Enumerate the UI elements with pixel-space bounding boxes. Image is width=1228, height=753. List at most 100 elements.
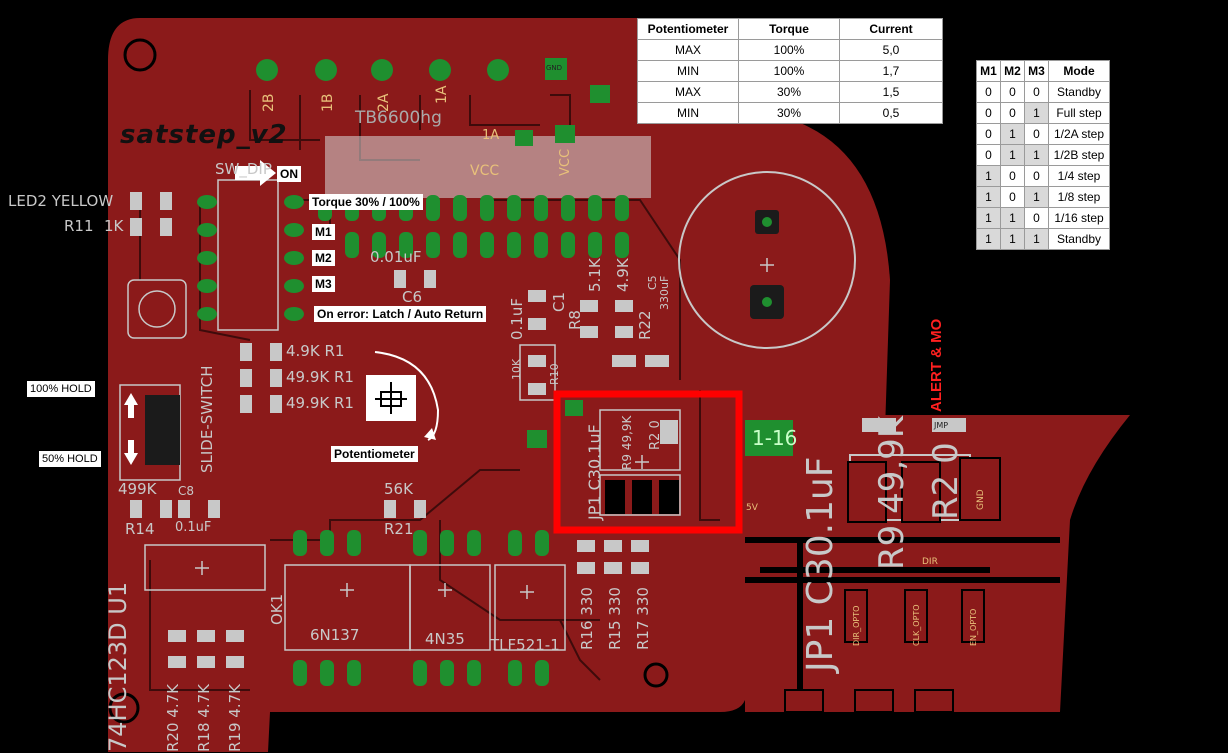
highlight-box (553, 390, 743, 534)
vcc-label: VCC (470, 163, 500, 179)
r21-value: 56K (384, 480, 413, 498)
zoom-dir-label: DIR (922, 557, 938, 567)
r1-c-label: 49.9K R1 (286, 394, 354, 412)
zoom-board-traces (745, 537, 1060, 712)
hold50-callout: 50% HOLD (39, 451, 101, 467)
table-cell: 0 (1024, 165, 1049, 187)
table-header: Torque (738, 18, 840, 40)
m1-callout: M1 (312, 224, 335, 240)
opto3-label: TLF521-1 (490, 636, 560, 654)
dip-switch-pads (197, 195, 304, 321)
r22-label: R22 (636, 310, 654, 340)
alert-label: ALERT & MO (928, 318, 945, 412)
zoom-opto-clk-label: CLK_OPTO (912, 604, 921, 646)
r1-a-label: 4.9K R1 (286, 342, 345, 360)
table-cell: 0 (1024, 81, 1049, 103)
table-cell: MIN (637, 60, 739, 82)
table-cell: 1/4 step (1048, 165, 1110, 187)
potentiometer-callout: Potentiometer (331, 446, 418, 462)
table-cell: 5,0 (839, 39, 943, 61)
led2-label: LED2 YELLOW (8, 192, 114, 210)
table-header-row: Potentiometer Torque Current (637, 18, 943, 40)
jp1-small-label: JP1 C30.1uF (585, 424, 604, 520)
opto1-label: 6N137 (310, 626, 360, 644)
table-cell: 1 (1024, 186, 1049, 208)
zoom-opto-pads (784, 589, 985, 713)
zoom-pad-label: 1-16 (752, 426, 798, 450)
zoom-5v-label: 5V (746, 503, 758, 513)
table-header: Mode (1048, 60, 1110, 82)
zoom-gnd-label: GND (976, 489, 986, 510)
table-header: M2 (1000, 60, 1025, 82)
capacitor-outline (678, 171, 856, 349)
table-cell: 1/16 step (1048, 207, 1110, 229)
arrow-on (235, 160, 276, 186)
gnd-pin-label: GND (546, 64, 563, 72)
hold100-callout: 100% HOLD (27, 381, 95, 397)
zoom-pad-116 (745, 420, 793, 456)
header-1b: 1B (320, 93, 336, 112)
table-cell: 0 (1000, 102, 1025, 124)
zoom-opto-en-label: EN_OPTO (969, 608, 978, 646)
c1-label: C1 (550, 291, 568, 312)
zoom-r2-label: R2 0 (926, 442, 966, 520)
slide-switch-label: SLIDE-SWITCH (198, 365, 216, 473)
table-cell: 1 (976, 228, 1001, 250)
smd-pads (130, 192, 649, 668)
r15-label: R15 330 (606, 587, 624, 650)
table-cell: Full step (1048, 102, 1110, 124)
table-cell: 1 (1024, 144, 1049, 166)
sw-dip-label: SW_DIP (215, 160, 272, 178)
table-cell: 1 (1024, 102, 1049, 124)
table-header: Potentiometer (637, 18, 739, 40)
table-cell: MAX (637, 39, 739, 61)
table-cell: 0,5 (839, 102, 943, 124)
table-cell: Standby (1048, 81, 1110, 103)
driver-overlay (325, 136, 651, 198)
zoom-jp1-label: JP1 C30.1uF (800, 456, 841, 672)
r14-label: R14 (125, 520, 155, 538)
r17-label: R17 330 (634, 587, 652, 650)
table-cell: Standby (1048, 228, 1110, 250)
arrow-hold-down (124, 440, 138, 465)
on-error-callout: On error: Latch / Auto Return (314, 306, 487, 322)
table-header: Current (839, 18, 943, 40)
r11-label: R11 (64, 217, 94, 235)
table-cell: 1 (1000, 207, 1025, 229)
table-cell: 0 (976, 123, 1001, 145)
table-cell: 1 (1000, 228, 1025, 250)
zoom-opto-dir-label: DIR_OPTO (852, 605, 861, 646)
m2-callout: M2 (312, 250, 335, 266)
table-cell: 1 (1000, 123, 1025, 145)
zoom-board (745, 415, 1130, 712)
table-cell: 1,7 (839, 60, 943, 82)
table-cell: 1 (1024, 228, 1049, 250)
opto2-label: 4N35 (425, 630, 465, 648)
r1-b-label: 49.9K R1 (286, 368, 354, 386)
table-cell: 30% (738, 102, 840, 124)
header-1a: 1A (434, 85, 450, 104)
c8-label: C8 (178, 484, 195, 498)
r16-label: R16 330 (578, 587, 596, 650)
pin-1a-label: 1A (482, 128, 500, 143)
torque-callout: Torque 30% / 100% (309, 194, 423, 210)
header-2b: 2B (261, 93, 277, 112)
r22-value: 4.9K (614, 258, 632, 292)
table-cell: 100% (738, 39, 840, 61)
opto-pads (293, 530, 549, 686)
component-outlines (119, 279, 681, 651)
board-name: satstep_v2 (120, 120, 288, 150)
